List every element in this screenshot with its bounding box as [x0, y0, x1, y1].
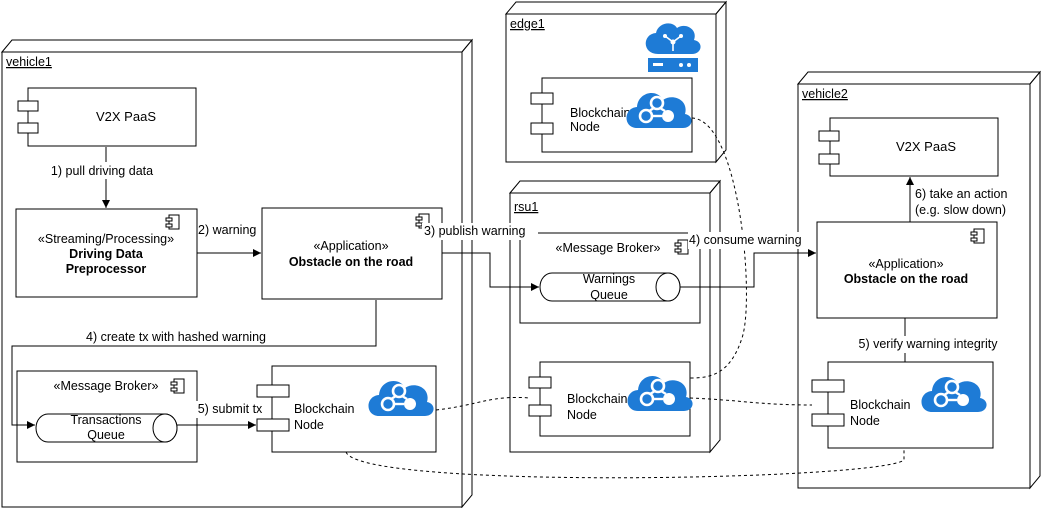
v2-blockchain-node[interactable]: Blockchain Node [811, 361, 994, 449]
label-warning: 2) warning [198, 223, 256, 237]
edge1-bc-label-line1: Blockchain [570, 106, 630, 120]
label-submit: 5) submit tx [198, 402, 263, 416]
v1-application-component[interactable]: «Application» Obstacle on the road [261, 207, 443, 300]
warnings-queue-line1: Warnings [583, 272, 635, 286]
transactions-queue[interactable]: Transactions Queue [35, 413, 178, 443]
edge1-bc-label-line2: Node [570, 120, 600, 134]
v2-application-component[interactable]: «Application» Obstacle on the road [816, 221, 998, 319]
rsu-bc-label-line1: Blockchain [567, 392, 627, 406]
v1-app-name: Obstacle on the road [289, 255, 413, 269]
streaming-stereotype: «Streaming/Processing» [38, 232, 174, 246]
uml-component-icon [170, 378, 185, 394]
v1-app-stereotype: «Application» [313, 239, 388, 253]
label-publish: 3) publish warning [424, 224, 525, 238]
v1-bc-label-line1: Blockchain [294, 402, 354, 416]
rsu-broker-stereotype: «Message Broker» [556, 241, 661, 255]
label-action-line1: 6) take an action [915, 187, 1007, 201]
edge-cloud-server-icon [645, 23, 701, 72]
streaming-processor-component[interactable]: «Streaming/Processing» Driving Data Prep… [15, 208, 198, 298]
label-action-line2: (e.g. slow down) [915, 203, 1006, 217]
uml-component-icon [970, 228, 985, 244]
rsu1-label: rsu1 [514, 200, 538, 214]
label-pull: 1) pull driving data [51, 164, 153, 178]
label-verify: 5) verify warning integrity [859, 337, 999, 351]
v2-paas-label: V2X PaaS [896, 139, 956, 154]
uml-component-icon [165, 214, 180, 230]
streaming-name-line1: Driving Data [69, 247, 144, 261]
edge-labels: 1) pull driving data 2) warning 3) publi… [42, 162, 1008, 418]
rsu-bc-label-line2: Node [567, 408, 597, 422]
v2-app-stereotype: «Application» [868, 257, 943, 271]
edge-create-tx [11, 300, 377, 429]
streaming-name-line2: Preprocessor [66, 262, 147, 276]
v1-broker-stereotype: «Message Broker» [54, 379, 159, 393]
v1-blockchain-node[interactable]: Blockchain Node [256, 365, 437, 453]
label-create-tx: 4) create tx with hashed warning [86, 330, 266, 344]
edge1-label: edge1 [510, 17, 545, 31]
v2-bc-label-line1: Blockchain [850, 398, 910, 412]
edge-consume [680, 249, 816, 288]
transactions-queue-line1: Transactions [70, 413, 141, 427]
v2-bc-label-line2: Node [850, 414, 880, 428]
rsu-blockchain-node[interactable]: Blockchain Node [528, 361, 694, 437]
v1-paas-label: V2X PaaS [96, 109, 156, 124]
v2-paas-component[interactable]: V2X PaaS [818, 117, 999, 177]
edge-publish [442, 252, 539, 291]
v2-app-name: Obstacle on the road [844, 272, 968, 286]
dashed-links [345, 117, 905, 479]
v1-paas-component[interactable]: V2X PaaS [17, 87, 197, 147]
warnings-queue-line2: Queue [590, 288, 628, 302]
warnings-queue[interactable]: Warnings Queue [539, 272, 681, 302]
vehicle1-label: vehicle1 [6, 55, 52, 69]
transactions-queue-line2: Queue [87, 428, 125, 442]
edge1-blockchain-node[interactable]: Blockchain Node [530, 77, 693, 153]
vehicle2-label: vehicle2 [802, 87, 848, 101]
label-consume: 4) consume warning [689, 233, 802, 247]
v1-bc-label-line2: Node [294, 418, 324, 432]
